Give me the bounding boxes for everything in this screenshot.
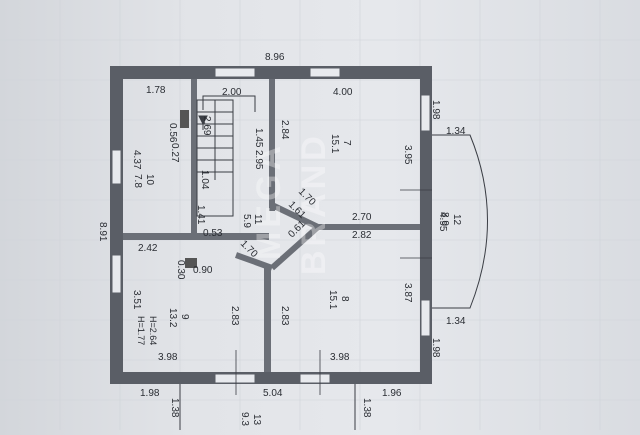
vent-block [185,258,197,268]
dim-0-56: 0.56 [167,123,178,143]
ceiling-height: H=2.64 [148,316,158,345]
room-number: 10 [144,174,155,186]
dim-2-84: 2.84 [279,120,290,140]
dim-right-room7: 3.95 [402,145,413,165]
room-13-label: 13 9.3 [239,412,262,426]
dim-2-83-right: 2.83 [279,306,290,326]
windows [111,67,431,384]
bay-window [432,134,488,309]
room-area: 15.1 [327,290,338,310]
dim-bottom-left: 3.98 [158,352,178,363]
dim-1-04: 1.04 [199,170,210,190]
dim-0-90: 0.90 [193,265,213,276]
dim-right-top-offset: 1.98 [430,100,441,120]
room-area: 7.8 [132,174,143,188]
dim-5-9: 5.9 [241,214,252,228]
dim-stair-width: 2.00 [222,87,242,98]
inner-walls [123,79,420,372]
dim-bottom-right: 3.98 [330,352,350,363]
room-number: 11 [252,214,263,225]
dim-2-83-left: 2.83 [229,306,240,326]
dimension-lines [235,189,432,395]
dim-bottom-total: 5.04 [263,388,283,399]
dim-0-27: 0.27 [169,143,180,163]
dim-total-width: 8.96 [265,52,285,63]
dim-2-69: 2.69 [201,116,212,136]
room-8-label: 8 15.1 [327,290,350,310]
watermark-line-2: BRAND [295,132,333,275]
room-area: 8.9 [439,212,450,226]
room-area: 9.3 [239,412,250,426]
staircase [196,95,256,217]
room-12-label: 12 8.9 [439,212,462,226]
hall-walls [234,202,324,271]
chimney-block [180,110,189,128]
room-11-label: 11 [252,214,263,225]
dim-1-45: 1.45 [253,128,264,148]
low-height: H=1.77 [136,316,146,345]
watermark: MEGA BRAND [250,132,333,275]
dim-2-95: 2.95 [253,150,264,170]
dim-room10-width: 1.78 [146,85,166,96]
dim-room7-width: 4.00 [333,87,353,98]
room-10-label: 10 7.8 [132,174,155,188]
dim-bottom-right-offset: 1.96 [382,388,402,399]
dim-bottom-right-depth: 1.38 [361,398,372,418]
dim-hall-2-70: 2.70 [352,212,372,223]
room-number: 13 [251,414,262,426]
dim-hall-2-82: 2.82 [352,230,372,241]
room-9-label: 9 13.2 [167,308,190,328]
dim-right-room8: 3.87 [402,283,413,303]
watermark-line-1: MEGA [250,142,288,260]
dim-1-41: 1.41 [195,205,206,225]
room-9-heights: H=2.64 H=1.77 [136,316,158,345]
dim-left-total: 8.91 [97,222,108,242]
room-area: 13.2 [167,308,178,328]
room-number: 8 [339,296,350,302]
dim-bottom-left-depth: 1.38 [169,398,180,418]
dim-0-53: 0.53 [203,228,223,239]
dim-left-lower: 3.51 [131,290,142,310]
dim-bay-bottom: 1.34 [446,316,466,327]
dim-left-upper: 4.37 [131,150,142,170]
room-number: 9 [179,314,190,320]
dim-bottom-left-offset: 1.98 [140,388,160,399]
dim-right-bottom-offset: 1.98 [430,338,441,358]
balcony-outline [179,384,356,430]
room-7-label: 7 15.1 [329,134,352,154]
dim-0-30: 0.30 [175,260,186,280]
dim-wall-2-42: 2.42 [138,243,158,254]
room-number: 12 [451,214,462,226]
room-area: 15.1 [329,134,340,154]
dim-right-room12: 4.95 [437,212,448,232]
dim-bay-top: 1.34 [446,126,466,137]
room-number: 7 [341,140,352,146]
